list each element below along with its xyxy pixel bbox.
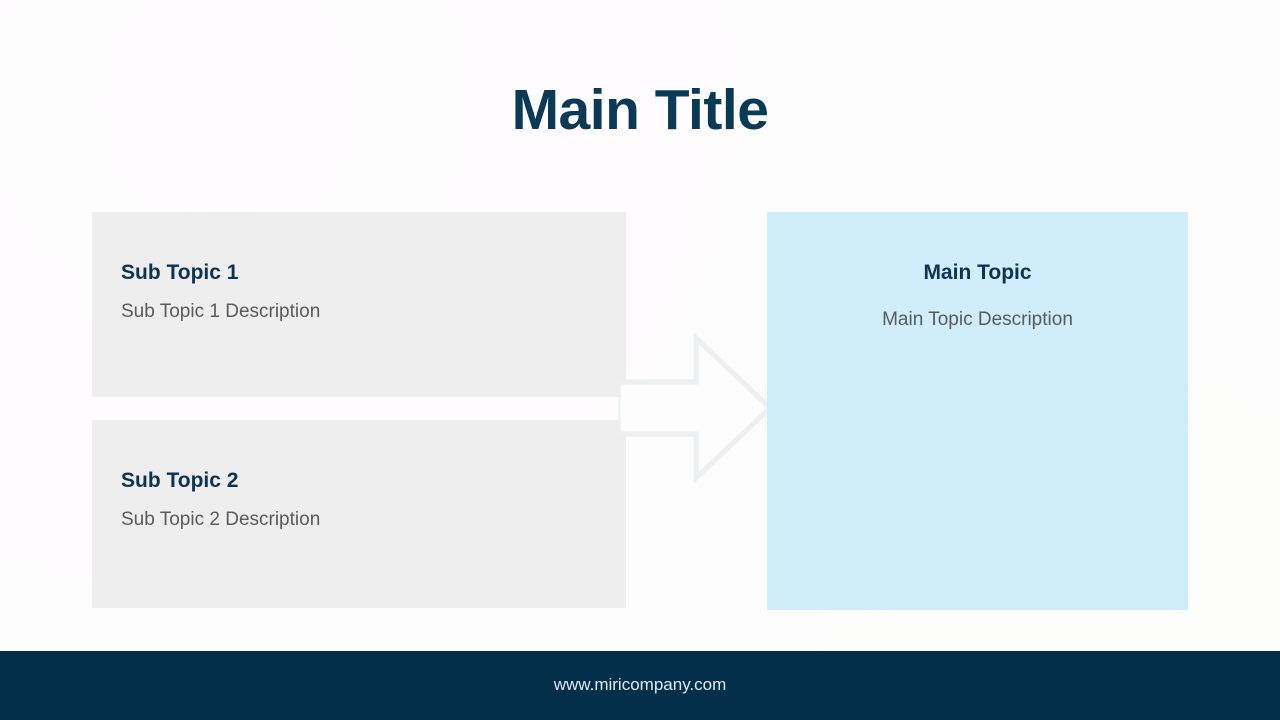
sub-topic-card-1[interactable]: Sub Topic 1 Sub Topic 1 Description	[92, 212, 626, 397]
page-title: Main Title	[511, 78, 769, 142]
sub-topic-2-description: Sub Topic 2 Description	[121, 509, 321, 530]
main-topic-description: Main Topic Description	[882, 309, 1073, 330]
sub-topic-card-2[interactable]: Sub Topic 2 Sub Topic 2 Description	[92, 420, 626, 608]
main-topic-title: Main Topic	[923, 261, 1032, 284]
arrow-right-icon	[615, 330, 774, 486]
sub-topic-2-title: Sub Topic 2	[121, 469, 239, 492]
sub-topic-1-description: Sub Topic 1 Description	[121, 301, 321, 322]
main-topic-panel[interactable]: Main Topic Main Topic Description	[767, 212, 1188, 610]
footer-website[interactable]: www.miricompany.com	[553, 675, 727, 694]
sub-topic-1-title: Sub Topic 1	[121, 261, 239, 284]
footer-bar: www.miricompany.com	[0, 651, 1280, 720]
